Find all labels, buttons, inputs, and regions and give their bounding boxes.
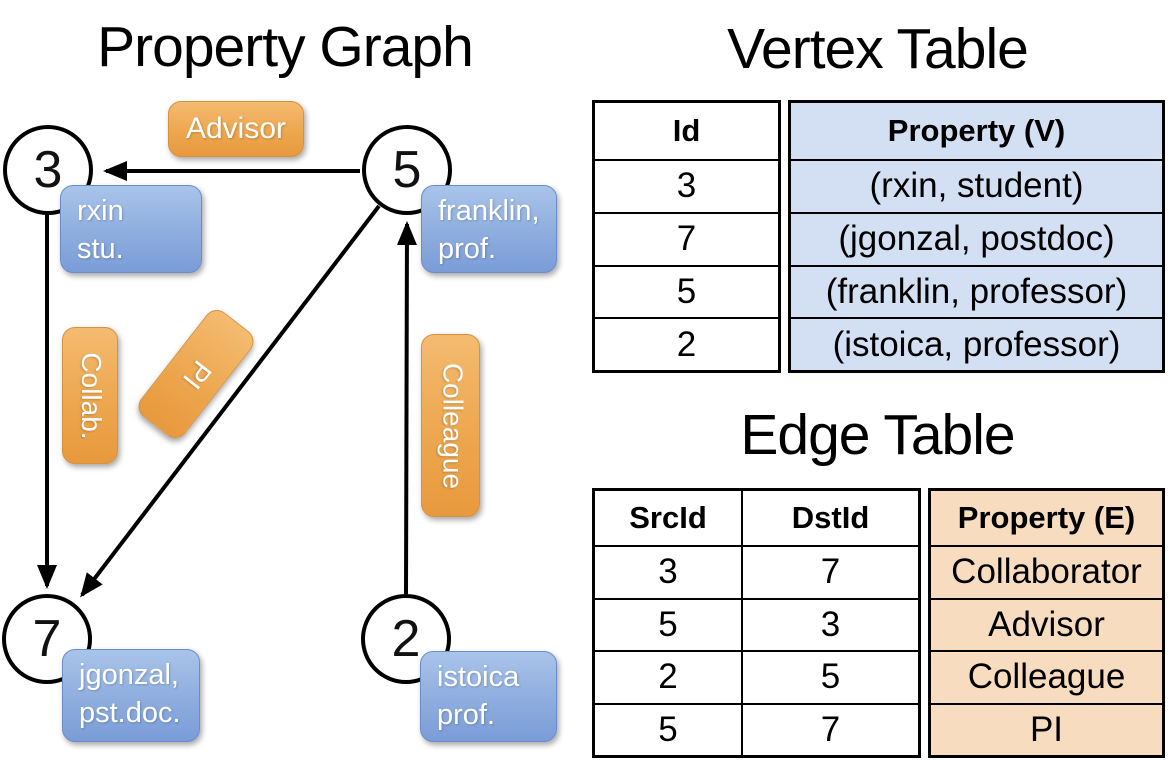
vertex-table-title: Vertex Table	[727, 17, 1029, 81]
vertex-property-box-7: jgonzal, pst.doc.	[62, 649, 200, 742]
edge-label-text: Collab.	[76, 351, 107, 440]
table-cell: 7	[595, 211, 778, 265]
table-cell: 2	[595, 650, 743, 703]
table-cell: PI	[931, 702, 1162, 756]
table-cell: (istoica, professor)	[791, 317, 1162, 370]
edge-label-text: Advisor	[185, 112, 287, 145]
graph-edges	[37, 161, 417, 598]
vertex-node-2: 2	[361, 594, 451, 684]
property-graph-title: Property Graph	[97, 15, 474, 79]
edge-arrow-2-to-5	[396, 221, 417, 595]
vertex-property-line: prof.	[437, 699, 496, 731]
table-cell: 7	[743, 702, 918, 756]
table-cell: 5	[595, 702, 743, 755]
vertex-node-7-id: 7	[32, 610, 62, 668]
vertex-property-line: rxin	[77, 195, 124, 227]
table-cell: Collaborator	[931, 545, 1162, 598]
edge-label-advisor: Advisor	[168, 101, 304, 157]
table-cell: Colleague	[931, 650, 1162, 703]
table-cell: (jgonzal, postdoc)	[791, 211, 1162, 265]
table-cell: 3	[595, 159, 778, 212]
vertex-node-3-id: 3	[33, 141, 63, 199]
vertex-table-id-column: Id 3 7 5 2	[592, 100, 781, 373]
column-header-property-e: Property (E)	[957, 500, 1136, 535]
table-cell: 7	[743, 545, 918, 598]
edge-table-id-columns: SrcId DstId 3 7 5 3 2 5 5 7	[592, 488, 921, 758]
table-cell: 5	[595, 264, 778, 318]
vertex-property-line: prof.	[438, 233, 497, 265]
table-cell: 3	[595, 545, 743, 598]
vertex-property-line: franklin,	[438, 195, 540, 227]
vertex-property-line: istoica	[437, 661, 520, 693]
table-cell: 3	[743, 597, 918, 651]
column-header-dstid: DstId	[791, 500, 870, 535]
vertex-node-2-id: 2	[391, 610, 421, 668]
edge-label-text: Colleague	[437, 362, 468, 489]
vertex-property-line: jgonzal,	[79, 659, 179, 691]
edge-label-colleague: Colleague	[421, 334, 480, 517]
vertex-property-box-3: rxin stu.	[60, 185, 202, 273]
table-cell: 5	[595, 597, 743, 650]
edge-table-property-column: Property (E) Collaborator Advisor Collea…	[928, 488, 1165, 758]
table-cell: Advisor	[931, 597, 1162, 651]
edge-table-title: Edge Table	[740, 403, 1015, 467]
vertex-property-line: pst.doc.	[79, 697, 181, 729]
column-header-srcid: SrcId	[595, 491, 743, 545]
table-cell: (franklin, professor)	[791, 264, 1162, 318]
vertex-property-box-5: franklin, prof.	[421, 185, 557, 273]
vertex-property-box-2: istoica prof.	[420, 651, 557, 742]
vertex-node-5: 5	[362, 125, 452, 215]
edge-label-collab: Collab.	[62, 327, 118, 464]
table-cell: 5	[743, 650, 918, 703]
vertex-table-property-column: Property (V) (rxin, student) (jgonzal, p…	[788, 100, 1165, 373]
vertex-property-line: stu.	[77, 233, 124, 265]
column-header-property-v: Property (V)	[887, 113, 1066, 148]
edge-arrow-5-to-7	[80, 204, 381, 598]
vertex-node-5-id: 5	[392, 141, 422, 199]
table-cell: (rxin, student)	[791, 159, 1162, 212]
column-header-id: Id	[672, 113, 701, 148]
table-cell: 2	[595, 317, 778, 370]
